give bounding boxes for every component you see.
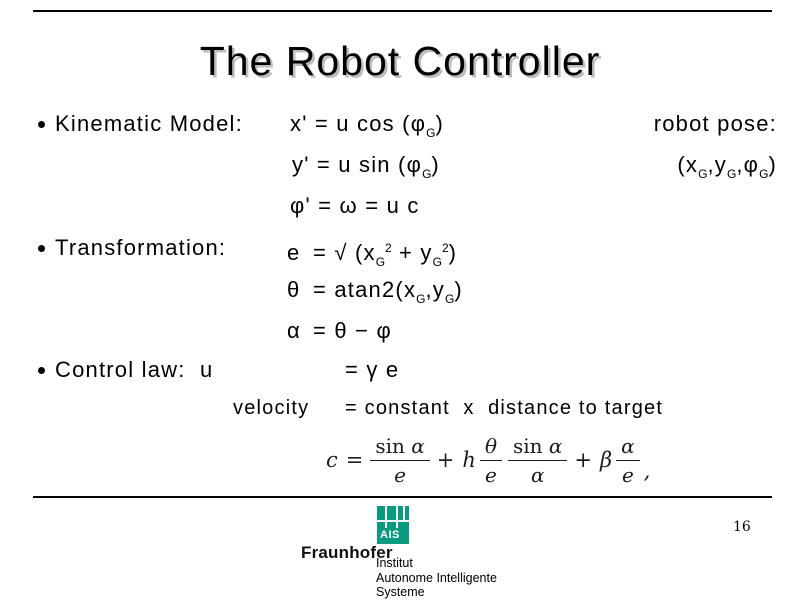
subscript-G: G xyxy=(375,255,386,269)
eq-lhs: α xyxy=(287,318,301,343)
bullet-icon xyxy=(38,245,45,252)
sin-function: sin xyxy=(512,433,549,458)
eq-part: = xyxy=(313,240,335,265)
fraction-numerator: sin α xyxy=(370,434,429,460)
ais-grid-v-line xyxy=(396,506,398,528)
eq-part: ) xyxy=(435,111,445,136)
page-title: The Robot Controller xyxy=(199,38,601,84)
formula-comma: , xyxy=(643,459,651,483)
institute-line: Systeme xyxy=(376,585,425,599)
ais-grid-v-line xyxy=(385,506,387,528)
transformation-eq-alpha: α = θ − φ xyxy=(287,317,392,345)
eq-part: atan2(x xyxy=(334,277,417,302)
robot-pose-tuple: (xG,yG,φG) xyxy=(677,151,777,188)
kinematic-eq-phi: φ' = ω = u c xyxy=(290,193,420,218)
subscript-G: G xyxy=(698,167,708,181)
eq-part: √ (x xyxy=(334,240,376,265)
subscript-G: G xyxy=(416,292,426,306)
plus-sign: + xyxy=(436,448,455,472)
fraction-numerator: α xyxy=(621,433,635,458)
fraction-denominator: e xyxy=(616,459,640,487)
ais-grid-h-line xyxy=(377,520,409,522)
fraction-denominator: e xyxy=(479,459,502,487)
equals-sign: = xyxy=(345,448,364,472)
eq-part: θ − φ xyxy=(334,318,392,343)
institute-name: Institut Autonome Intelligente Systeme xyxy=(376,556,497,600)
sin-function: sin xyxy=(375,433,412,458)
bullet-icon xyxy=(38,121,45,128)
eq-part: ,y xyxy=(707,152,727,177)
fraunhofer-wordmark: Fraunhofer xyxy=(301,543,393,562)
superscript-2: 2 xyxy=(385,241,392,255)
eq-part: (x xyxy=(677,152,699,177)
subscript-G: G xyxy=(445,292,455,306)
subscript-G: G xyxy=(426,126,436,140)
formula-coefficient-h: h xyxy=(462,448,476,472)
subscript-G: G xyxy=(727,167,737,181)
formula-lhs: c xyxy=(326,448,338,472)
eq-part: ) xyxy=(454,277,463,302)
kinematic-eq-y: y' = u sin (φG) xyxy=(292,151,440,188)
control-law-label: Control law: xyxy=(55,357,186,382)
subscript-G: G xyxy=(432,255,442,269)
fraction-numerator: sin α xyxy=(508,434,567,460)
eq-part: + y xyxy=(391,240,433,265)
eq-part: ) xyxy=(431,152,440,177)
superscript-2: 2 xyxy=(441,241,449,255)
kinematic-label: Kinematic Model: xyxy=(55,111,243,136)
transformation-eq-theta: θ= atan2(xG,yG) xyxy=(287,276,463,313)
bullet-icon xyxy=(38,367,45,374)
fraction-numerator: θ xyxy=(484,433,497,458)
kinematic-eq-x: x' = u cos (φG) xyxy=(290,110,444,147)
eq-part: = xyxy=(313,318,335,343)
plus-sign: + xyxy=(574,448,593,472)
eq-part: x' = u cos (φ xyxy=(290,111,427,136)
eq-lhs: e xyxy=(287,240,301,265)
page-number: 16 xyxy=(733,519,751,535)
eq-part: y' = u sin (φ xyxy=(292,152,423,177)
velocity-rhs: = constant x distance to target xyxy=(345,397,664,419)
alpha-symbol: α xyxy=(411,433,425,458)
eq-part: ) xyxy=(448,240,458,265)
bottom-rule xyxy=(33,496,772,498)
control-u-rhs: = γ e xyxy=(345,357,400,382)
eq-part: ,y xyxy=(425,277,446,302)
fraction-denominator: α xyxy=(507,459,568,487)
robot-pose-label: robot pose: xyxy=(653,111,777,136)
transformation-eq-e: e= √ (xG2 + yG2) xyxy=(287,234,457,276)
eq-part: ,φ xyxy=(736,152,760,177)
top-rule xyxy=(33,10,772,12)
subscript-G: G xyxy=(759,167,769,181)
eq-lhs: θ xyxy=(287,277,301,302)
alpha-symbol: α xyxy=(548,433,563,458)
fraction-denominator: e xyxy=(370,459,430,487)
eq-part: = xyxy=(313,277,335,302)
subscript-G: G xyxy=(422,167,432,181)
formula-coefficient-beta: β xyxy=(600,448,613,472)
control-u-lhs: u xyxy=(200,357,214,382)
institute-line: Autonome Intelligente xyxy=(376,570,497,585)
eq-part: ) xyxy=(768,152,777,177)
ais-label: AIS xyxy=(380,529,400,541)
institute-line: Institut xyxy=(376,556,413,570)
velocity-label: velocity xyxy=(233,397,310,419)
transformation-label: Transformation: xyxy=(55,235,227,260)
ais-logo: AIS xyxy=(377,506,409,544)
ais-grid-v-line xyxy=(403,506,405,520)
